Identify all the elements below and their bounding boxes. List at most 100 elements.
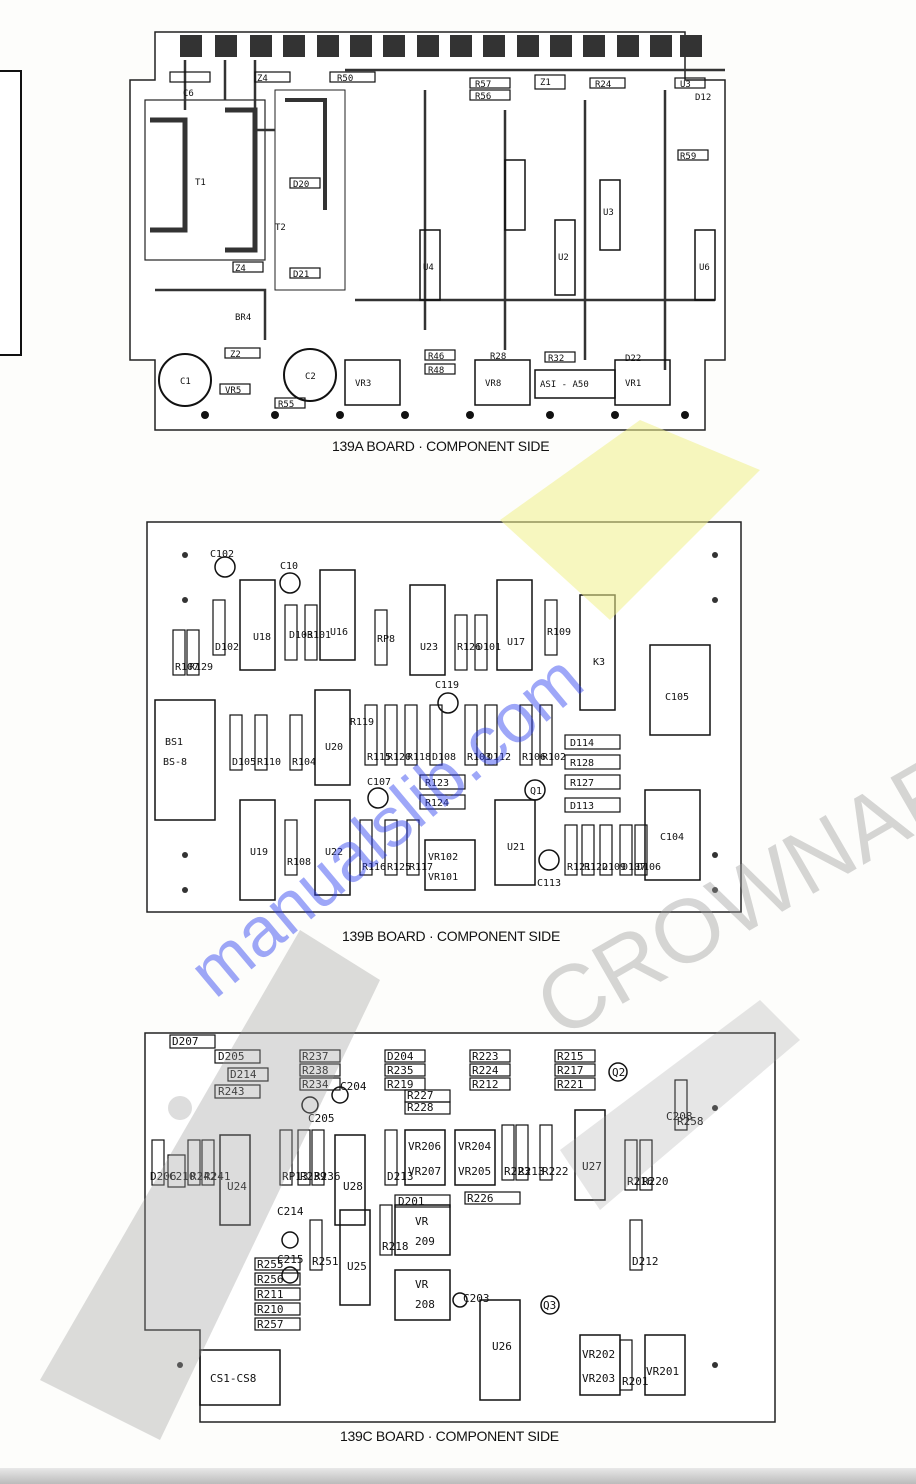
svg-text:R123: R123 [425,778,449,789]
svg-text:VR8: VR8 [485,379,501,389]
svg-text:R223: R223 [504,1165,531,1178]
svg-text:R59: R59 [680,152,696,162]
svg-text:R128: R128 [570,758,594,769]
caption-139a: 139A BOARD · COMPONENT SIDE [332,438,550,454]
svg-text:R119: R119 [350,717,374,728]
svg-text:D212: D212 [632,1255,659,1268]
svg-text:T1: T1 [195,178,206,188]
svg-text:U4: U4 [423,263,434,273]
svg-text:D206: D206 [150,1170,177,1183]
svg-text:U27: U27 [582,1160,602,1173]
svg-text:Q2: Q2 [612,1066,625,1079]
svg-text:R242: R242 [190,1170,217,1183]
svg-text:C210: C210 [169,1170,196,1183]
svg-text:R115: R115 [367,752,391,763]
svg-text:R257: R257 [257,1318,284,1331]
svg-text:D21: D21 [293,270,309,280]
svg-text:RP13: RP13 [282,1170,309,1183]
svg-text:R234: R234 [302,1078,329,1091]
svg-text:VR101: VR101 [428,872,458,883]
svg-text:T2: T2 [275,223,286,233]
svg-text:D112: D112 [487,752,511,763]
bottom-scan-edge [0,1468,916,1484]
svg-text:U19: U19 [250,847,268,858]
svg-text:D205: D205 [218,1050,245,1063]
svg-text:VR202: VR202 [582,1348,615,1361]
svg-text:R258: R258 [677,1115,704,1128]
svg-text:R46: R46 [428,352,444,362]
svg-text:VR102: VR102 [428,852,458,863]
svg-text:R48: R48 [428,366,444,376]
svg-text:D108: D108 [432,752,456,763]
svg-text:D105: D105 [232,757,256,768]
svg-text:209: 209 [415,1235,435,1248]
svg-text:D204: D204 [387,1050,414,1063]
svg-text:D12: D12 [695,93,711,103]
svg-text:U3: U3 [680,80,691,90]
svg-text:R110: R110 [257,757,281,768]
svg-text:Z4: Z4 [235,264,246,274]
svg-text:R117: R117 [409,862,433,873]
svg-text:R121: R121 [567,862,591,873]
svg-text:R102: R102 [542,752,566,763]
svg-text:U2: U2 [558,253,569,263]
svg-text:VR: VR [415,1278,429,1291]
svg-text:R256: R256 [257,1273,284,1286]
svg-text:VR1: VR1 [625,379,641,389]
svg-text:VR5: VR5 [225,386,241,396]
left-margin-frame [0,70,22,356]
caption-139c: 139C BOARD · COMPONENT SIDE [340,1428,559,1444]
svg-text:VR3: VR3 [355,379,371,389]
svg-text:C208: C208 [666,1110,693,1123]
svg-text:R216: R216 [627,1175,654,1188]
svg-text:BR4: BR4 [235,313,251,323]
svg-text:R215: R215 [557,1050,584,1063]
svg-text:C204: C204 [340,1080,367,1093]
svg-text:U24: U24 [227,1180,247,1193]
svg-text:D114: D114 [570,738,594,749]
svg-text:C104: C104 [660,832,684,843]
svg-text:VR206: VR206 [408,1140,441,1153]
svg-text:R235: R235 [387,1064,414,1077]
svg-text:D101: D101 [477,642,501,653]
svg-text:C119: C119 [435,680,459,691]
svg-text:R127: R127 [570,778,594,789]
svg-text:R221: R221 [557,1078,584,1091]
svg-text:D113: D113 [570,801,594,812]
svg-text:VR201: VR201 [646,1365,679,1378]
svg-text:VR: VR [415,1215,429,1228]
svg-text:D213: D213 [387,1170,414,1183]
svg-text:C203: C203 [463,1292,490,1305]
svg-text:U22: U22 [325,847,343,858]
svg-text:R56: R56 [475,92,491,102]
svg-text:U17: U17 [507,637,525,648]
svg-text:C105: C105 [665,692,689,703]
svg-text:VR204: VR204 [458,1140,491,1153]
svg-text:D20: D20 [293,180,309,190]
svg-text:R223: R223 [472,1050,499,1063]
svg-text:K3: K3 [593,657,605,668]
svg-text:D22: D22 [625,354,641,364]
svg-text:C10: C10 [280,561,298,572]
svg-text:D109: D109 [602,862,626,873]
svg-text:Z4: Z4 [257,74,268,84]
svg-text:U20: U20 [325,742,343,753]
svg-text:R122: R122 [584,862,608,873]
svg-text:R226: R226 [467,1192,494,1205]
svg-text:R107: R107 [175,662,199,673]
svg-text:D102: D102 [215,642,239,653]
svg-text:C113: C113 [537,878,561,889]
svg-text:R109: R109 [547,627,571,638]
svg-text:R213: R213 [518,1165,545,1178]
svg-text:R50: R50 [337,74,353,84]
svg-text:208: 208 [415,1298,435,1311]
svg-text:Z2: Z2 [230,350,241,360]
svg-text:D107: D107 [622,862,646,873]
svg-text:Z1: Z1 [540,78,551,88]
svg-text:C215: C215 [277,1253,304,1266]
